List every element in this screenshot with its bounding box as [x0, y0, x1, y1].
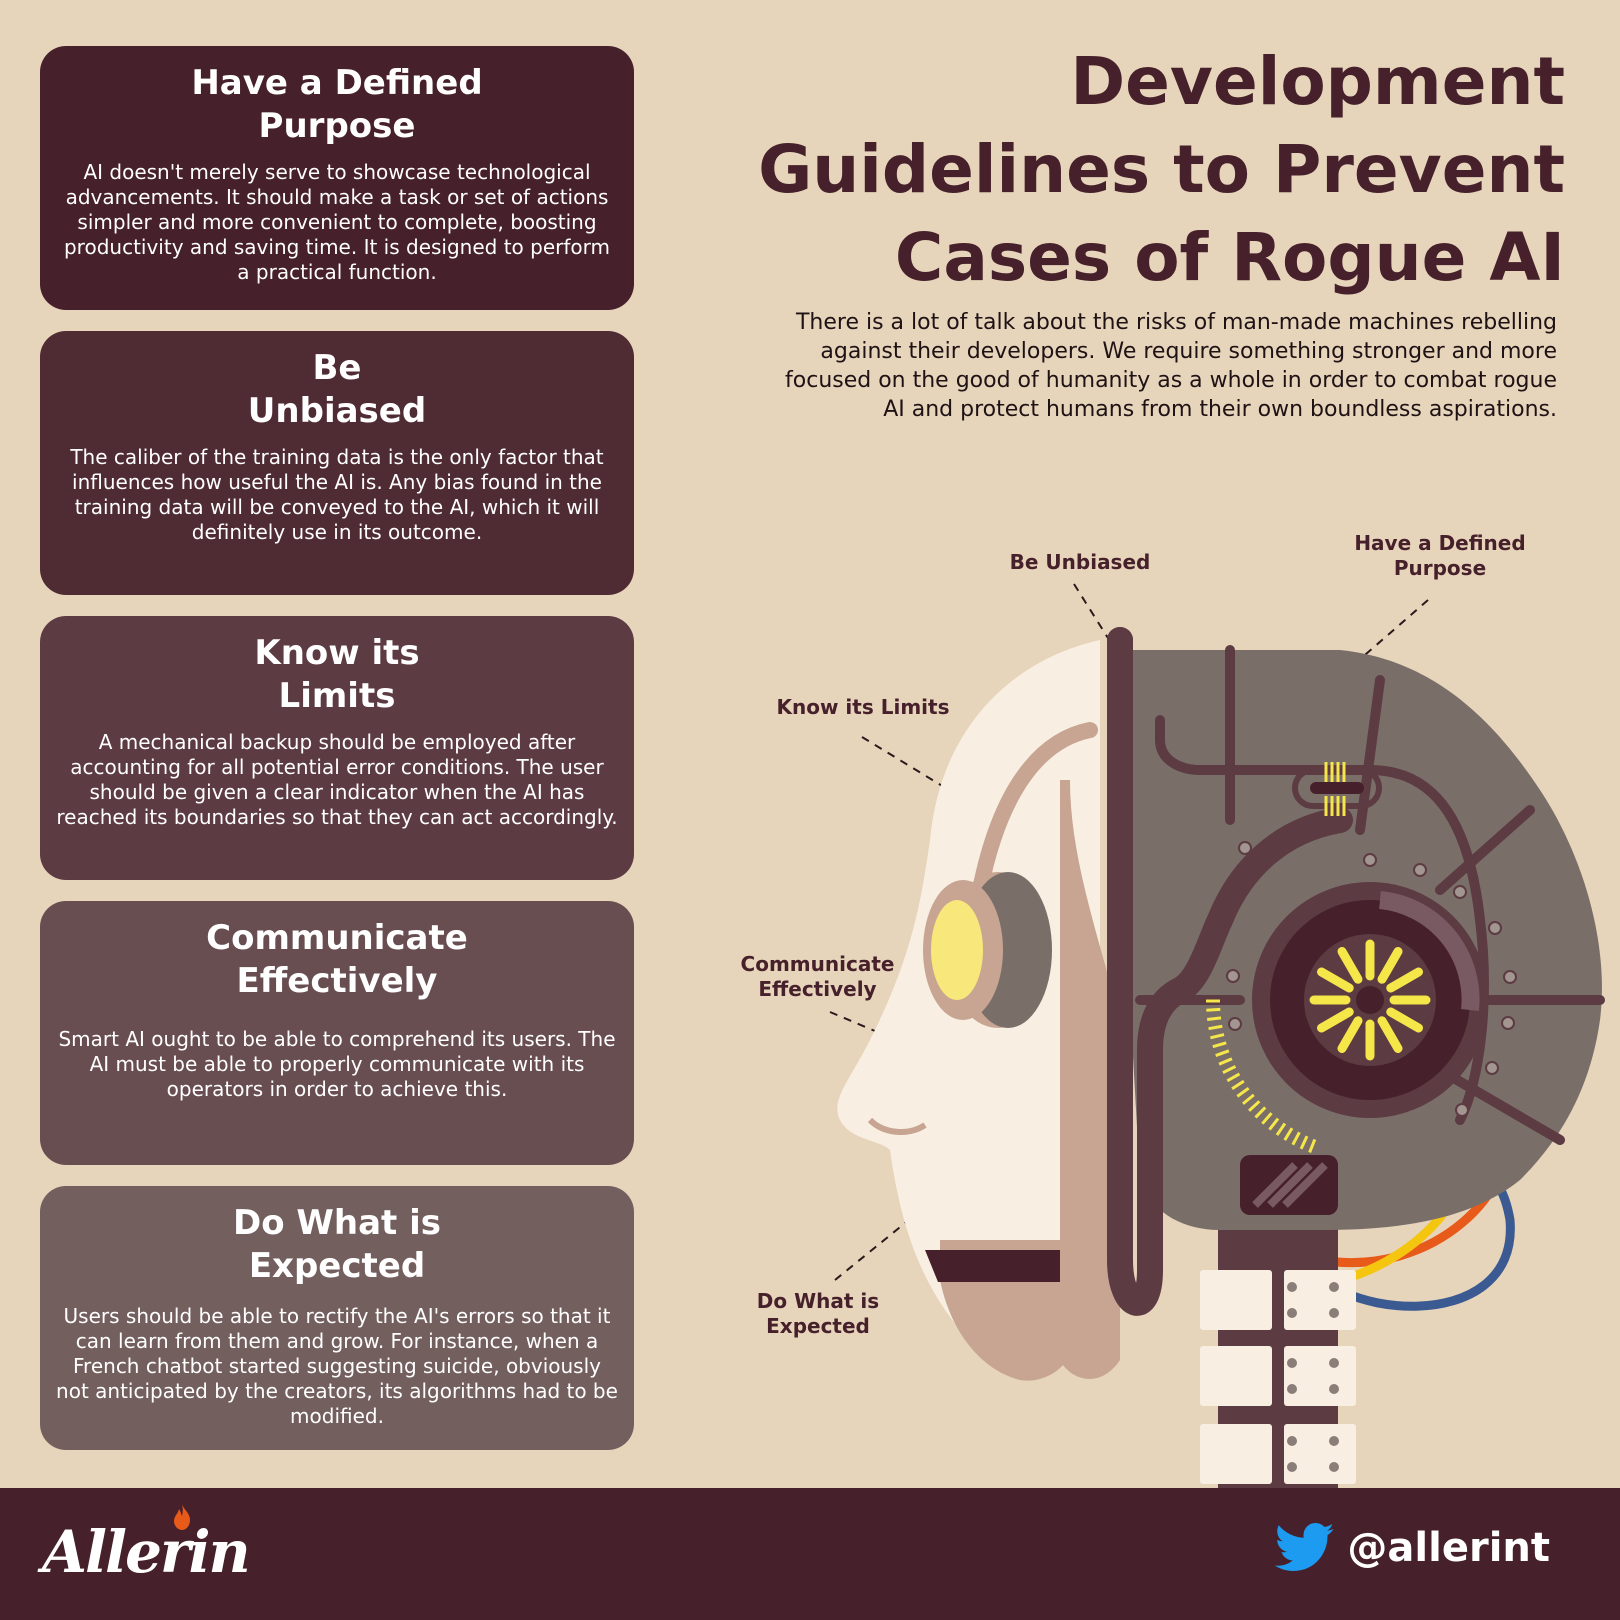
guideline-card-expected: Do What is Expected Users should be able… [40, 1186, 634, 1450]
robot-label-limits: Know its Limits [776, 695, 950, 719]
card-body: Smart AI ought to be able to comprehend … [58, 1027, 616, 1101]
guideline-card-defined-purpose: Have a Defined Purpose AI doesn't merely… [40, 46, 634, 310]
card-title: Communicate Effectively [206, 918, 468, 1001]
title-line: Guidelines to Prevent [758, 131, 1565, 208]
card-body: A mechanical backup should be employed a… [56, 730, 618, 829]
twitter-bird-icon [1275, 1523, 1335, 1571]
title-line: Cases of Rogue AI [894, 219, 1565, 296]
page-title: Development Guidelines to Prevent Cases … [685, 38, 1565, 302]
brand-logo: Allerin [42, 1518, 251, 1586]
card-title: Be Unbiased [247, 348, 427, 431]
guideline-card-limits: Know its Limits A mechanical backup shou… [40, 616, 634, 880]
card-body: Users should be able to rectify the AI's… [56, 1304, 618, 1428]
robot-label-expected: Do What is Expected [756, 1289, 880, 1338]
robot-head-illustration [837, 627, 1605, 1488]
robot-label-unbiased: Be Unbiased [1009, 550, 1151, 574]
guideline-card-communicate: Communicate Effectively Smart AI ought t… [40, 901, 634, 1165]
twitter-link[interactable]: @allerint [1275, 1522, 1550, 1574]
leader-line [1349, 599, 1429, 669]
robot-label-purpose: Have a Defined Purpose [1354, 531, 1526, 580]
title-line: Development [1070, 43, 1565, 120]
twitter-handle[interactable]: @allerint [1347, 1525, 1550, 1571]
card-title: Have a Defined Purpose [191, 63, 483, 146]
card-body: The caliber of the training data is the … [70, 445, 604, 544]
card-body: AI doesn't merely serve to showcase tech… [63, 160, 610, 284]
robot-label-communicate: Communicate Effectively [740, 952, 895, 1001]
leader-line [834, 1214, 916, 1281]
intro-paragraph: There is a lot of talk about the risks o… [785, 310, 1557, 422]
footer: Allerin @allerint [0, 1488, 1620, 1620]
guideline-card-unbiased: Be Unbiased The caliber of the training … [40, 331, 634, 595]
flame-icon [174, 1504, 190, 1530]
card-title: Know its Limits [254, 633, 420, 716]
card-title: Do What is Expected [232, 1203, 442, 1286]
